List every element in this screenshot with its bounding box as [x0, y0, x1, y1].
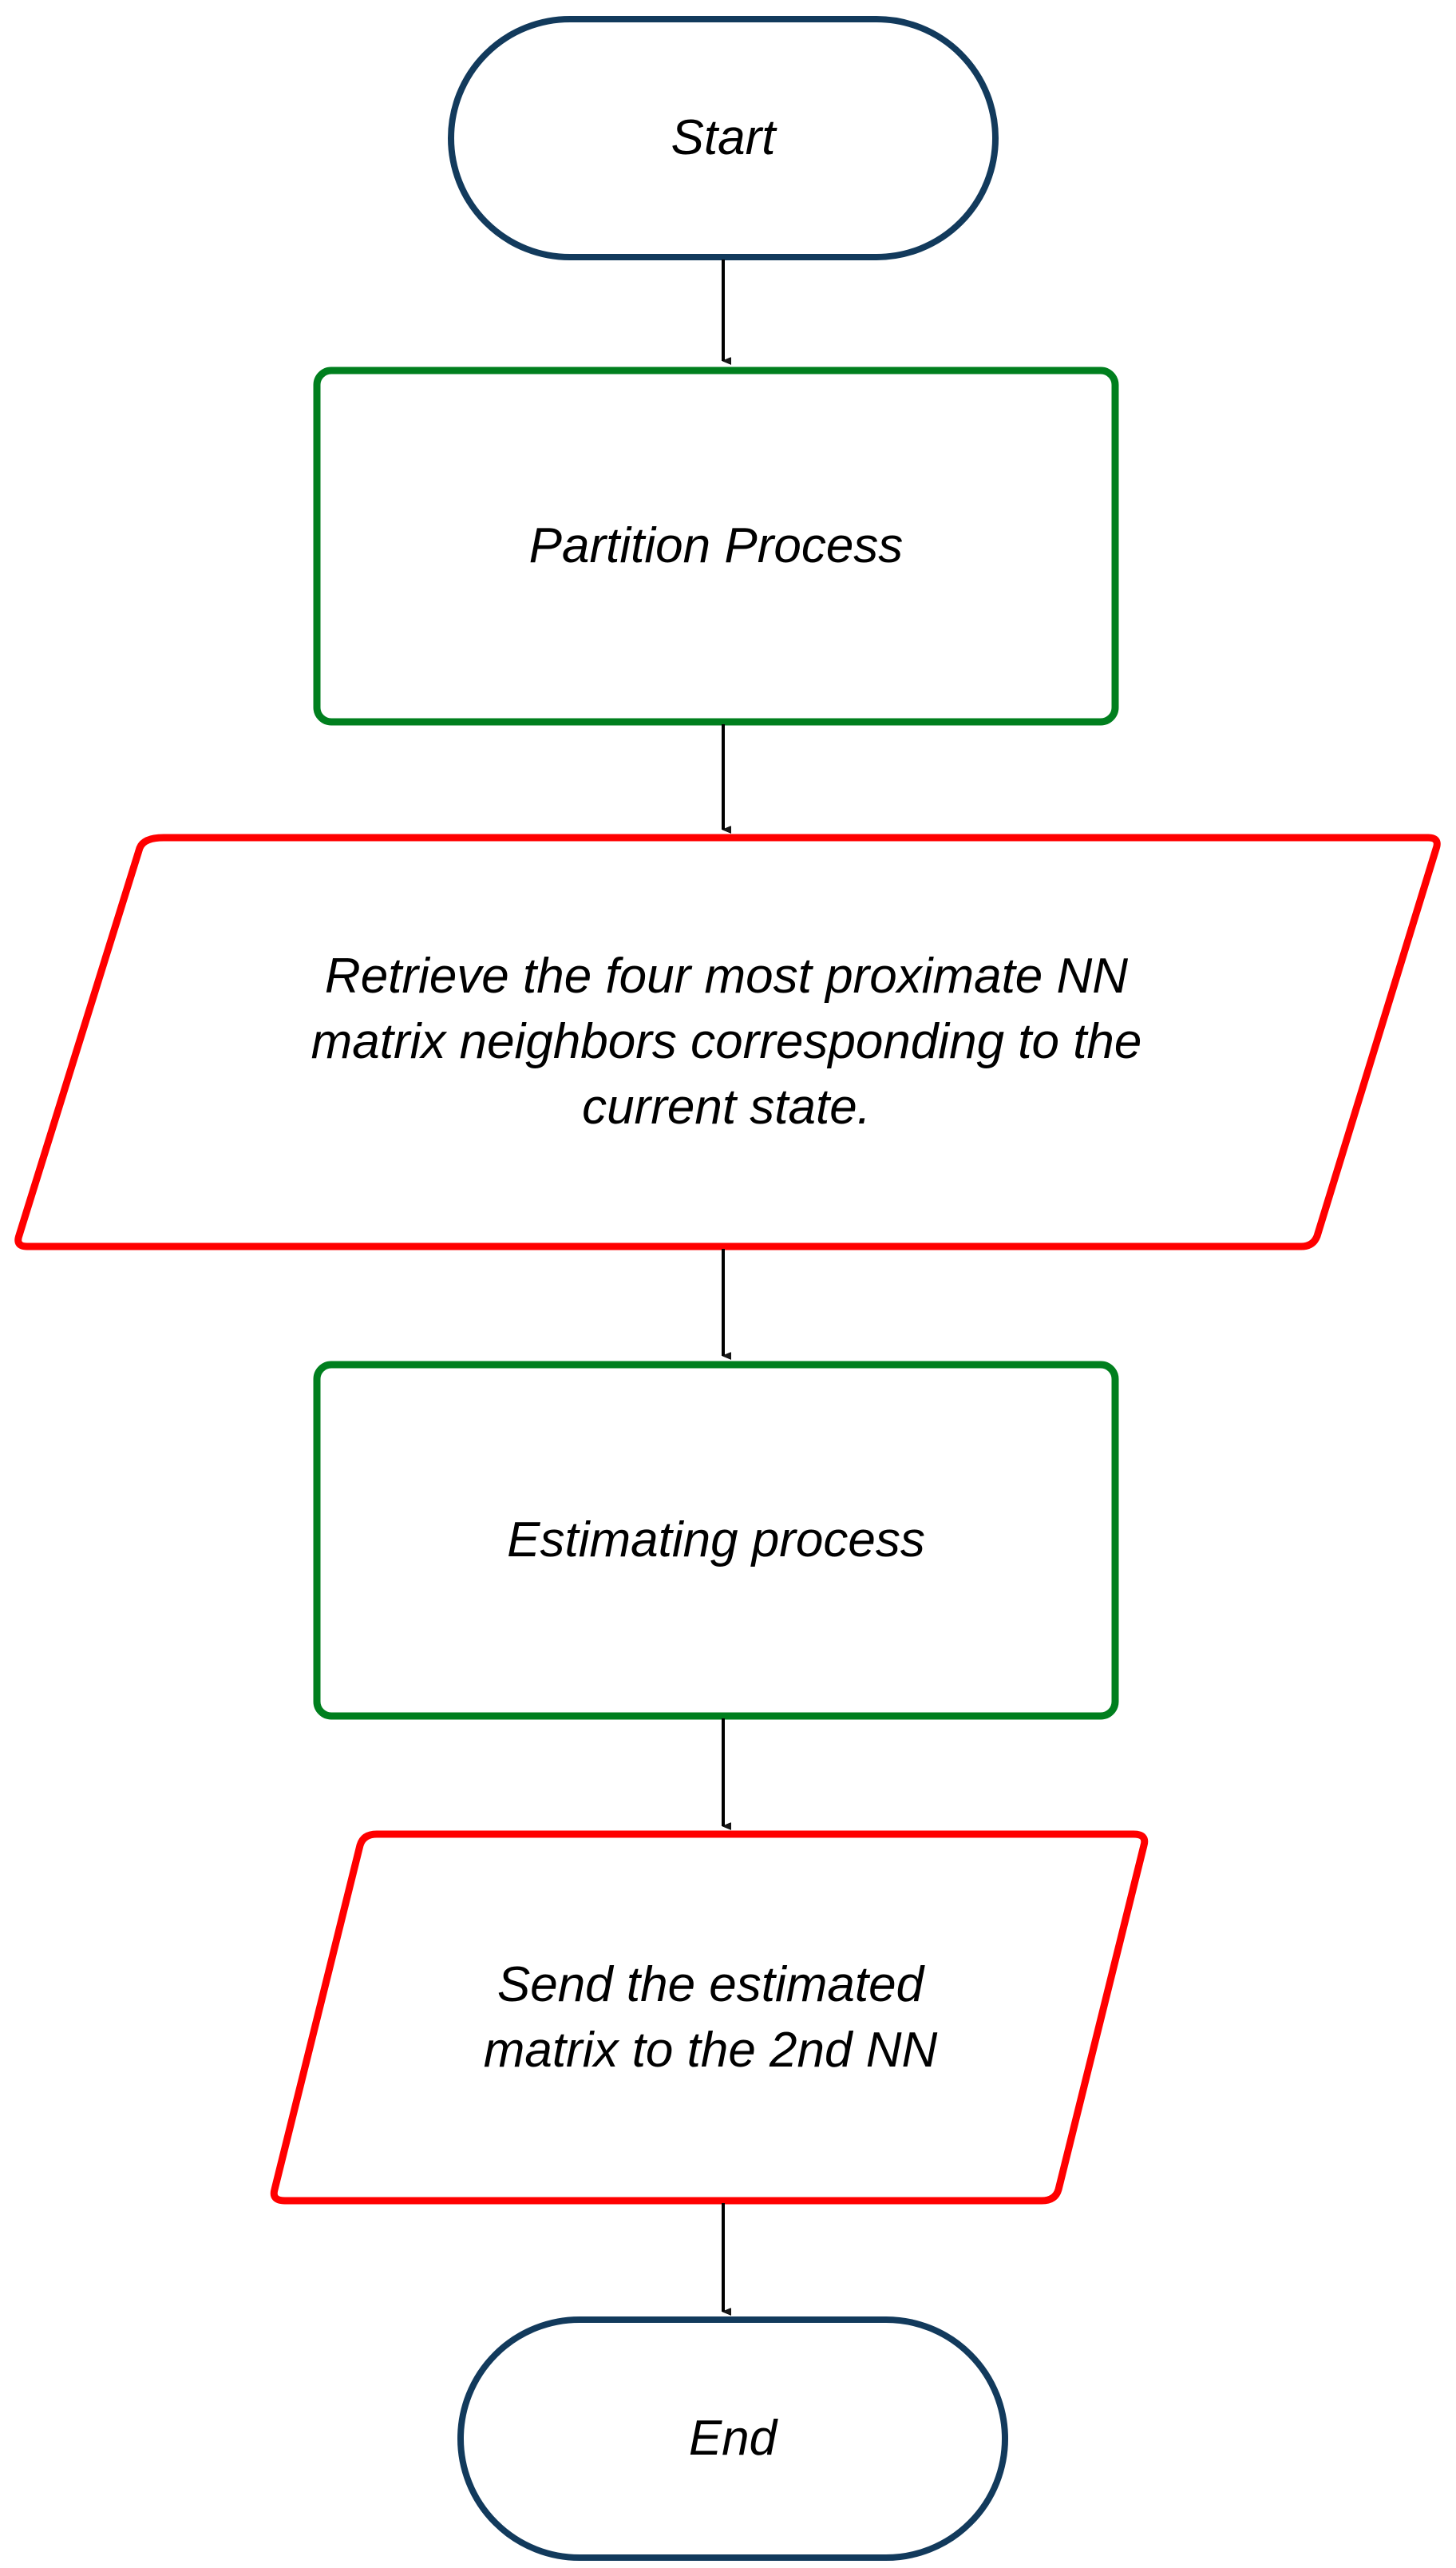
node-start-shape[interactable]	[448, 16, 999, 260]
node-send[interactable]	[275, 1834, 1147, 2201]
node-end[interactable]	[461, 2320, 1005, 2558]
node-end-shape[interactable]	[457, 2316, 1008, 2561]
node-partition[interactable]	[317, 371, 1115, 722]
node-estimating[interactable]	[317, 1365, 1115, 1716]
node-send-shape[interactable]	[270, 1830, 1149, 2205]
node-partition-shape[interactable]	[313, 367, 1119, 726]
node-estimating-shape[interactable]	[313, 1361, 1119, 1720]
node-retrieve-shape[interactable]	[14, 834, 1441, 1250]
node-start[interactable]	[451, 19, 995, 257]
node-retrieve[interactable]	[19, 838, 1440, 1246]
